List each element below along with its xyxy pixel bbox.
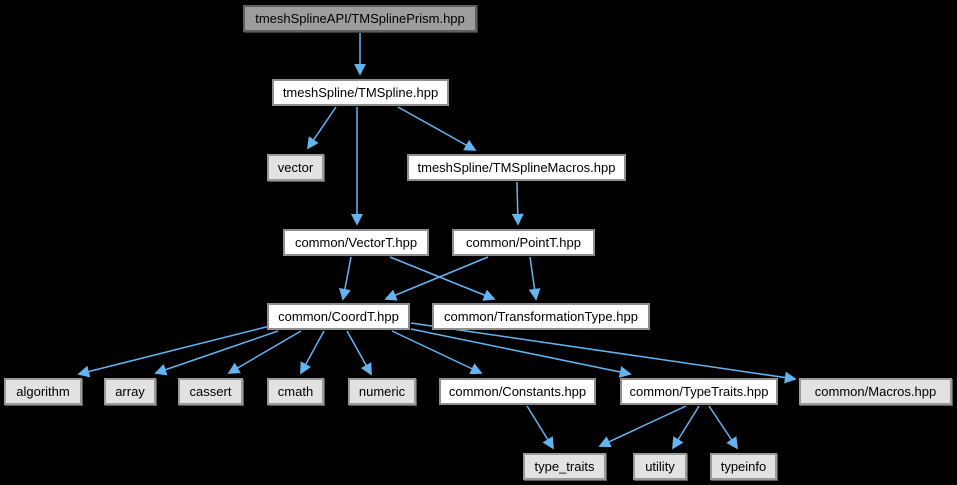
edge-coordt-constants [391, 330, 483, 375]
node-pointt[interactable]: common/PointT.hpp [452, 229, 595, 256]
edge-coordt-algorithm [77, 325, 271, 378]
node-vectort[interactable]: common/VectorT.hpp [283, 229, 429, 256]
node-transformationtype[interactable]: common/TransformationType.hpp [432, 303, 650, 330]
edge-pointt-coordt [384, 256, 489, 301]
node-prism[interactable]: tmeshSplineAPI/TMSplinePrism.hpp [243, 5, 477, 32]
node-cmath[interactable]: cmath [267, 378, 324, 405]
edge-typetraits-typeinfo [708, 405, 738, 450]
node-array[interactable]: array [104, 378, 156, 405]
edge-coordt-typetraits [410, 328, 632, 378]
edge-constants-type_traits [526, 405, 554, 450]
node-coordt[interactable]: common/CoordT.hpp [267, 303, 410, 330]
edge-vectort-transformationtype [389, 256, 496, 301]
edge-vectort-coordt [339, 256, 352, 301]
node-algorithm[interactable]: algorithm [4, 378, 82, 405]
edge-coordt-macros [410, 322, 797, 384]
edge-typetraits-type_traits [598, 405, 687, 448]
node-vector[interactable]: vector [267, 154, 324, 181]
edge-tmspline-vector [306, 106, 337, 150]
node-type_traits[interactable]: type_traits [523, 453, 606, 480]
node-tmspline[interactable]: tmeshSpline/TMSpline.hpp [272, 79, 449, 106]
node-typeinfo[interactable]: typeinfo [710, 453, 777, 480]
node-macros[interactable]: common/Macros.hpp [799, 378, 952, 405]
node-tmsplinemacros[interactable]: tmeshSpline/TMSplineMacros.hpp [407, 154, 626, 181]
node-cassert[interactable]: cassert [178, 378, 243, 405]
node-constants[interactable]: common/Constants.hpp [439, 378, 596, 405]
edge-coordt-cmath [300, 330, 325, 375]
edge-coordt-numeric [346, 330, 372, 376]
node-utility[interactable]: utility [633, 453, 687, 480]
edge-tmsplinemacros-pointt [511, 181, 524, 226]
edge-pointt-transformationtype [528, 256, 541, 301]
edge-tmspline-tmsplinemacros [397, 106, 477, 151]
node-typetraits[interactable]: common/TypeTraits.hpp [620, 378, 778, 405]
edge-coordt-cassert [227, 330, 302, 374]
node-numeric[interactable]: numeric [348, 378, 416, 405]
edge-coordt-array [154, 330, 279, 376]
edge-typetraits-utility [672, 405, 700, 450]
